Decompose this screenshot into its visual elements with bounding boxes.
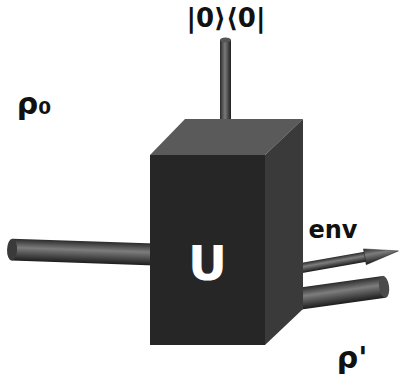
unitary-cube: U (145, 113, 307, 348)
environment-label: env (308, 218, 357, 242)
input-state-label: ρ₀ (17, 89, 52, 119)
cube-shape (145, 113, 307, 348)
cube-front-face (150, 155, 265, 345)
output-state-label: ρ' (337, 343, 368, 373)
input-pipe (7, 238, 163, 265)
projector-label: |0⟩⟨0| (187, 5, 266, 31)
cube-right-face (265, 119, 303, 345)
operator-label: U (188, 239, 227, 287)
